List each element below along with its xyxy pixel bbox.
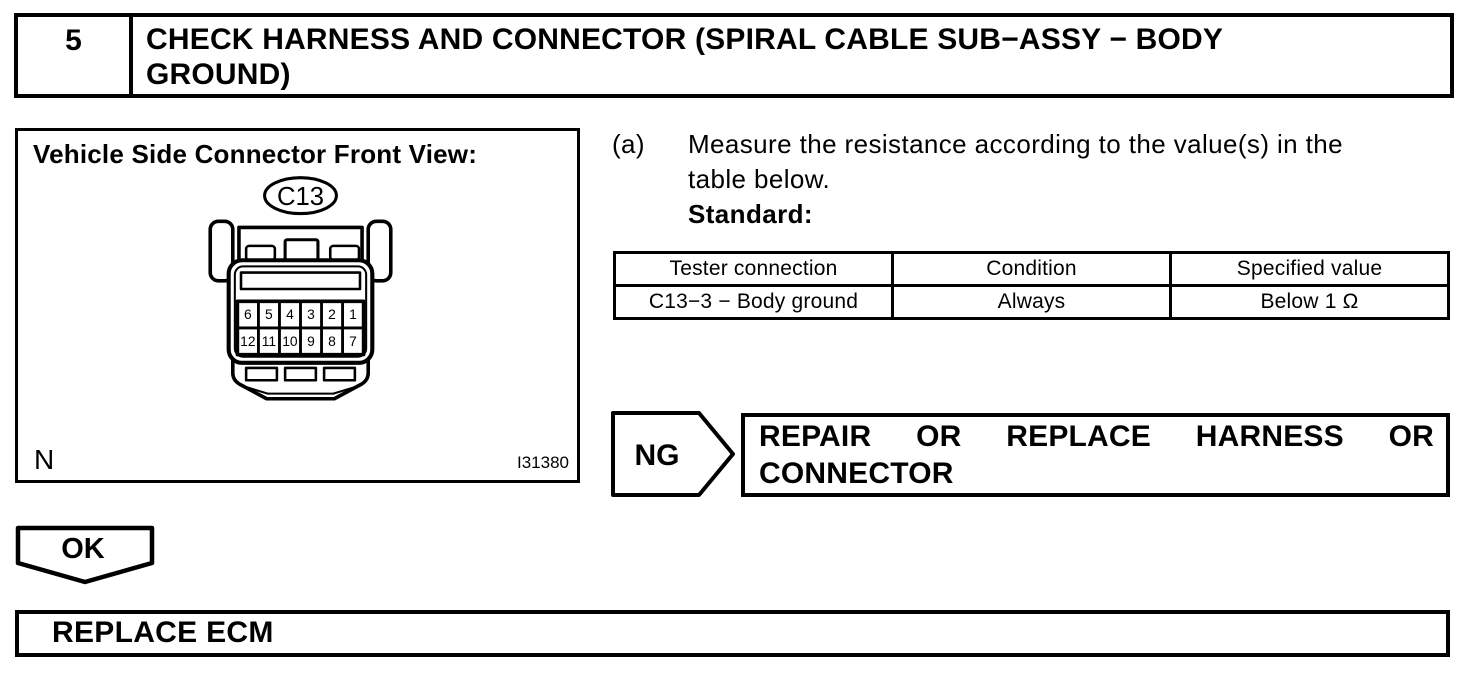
connector-figure: Vehicle Side Connector Front View: C13 — [15, 128, 580, 483]
spec-table-row: C13−3 − Body ground Always Below 1 Ω — [613, 284, 1450, 320]
pin-10: 10 — [282, 333, 298, 349]
pin-2: 2 — [328, 306, 336, 322]
procedure-text: Measure the resistance according to the … — [688, 127, 1343, 232]
ng-action-line2: CONNECTOR — [759, 457, 954, 490]
col-specified-value: Specified value — [1169, 251, 1450, 287]
connector-diagram: C13 — [208, 176, 393, 401]
col-condition: Condition — [891, 251, 1172, 287]
standard-label: Standard: — [688, 199, 813, 229]
final-action-box: REPLACE ECM — [15, 610, 1450, 657]
connector-bottom-window-center — [283, 366, 318, 382]
connector-upper-slot — [239, 271, 362, 291]
procedure-line1: Measure the resistance according to the … — [688, 129, 1344, 159]
pin-9: 9 — [307, 333, 315, 349]
step-title: CHECK HARNESS AND CONNECTOR (SPIRAL CABL… — [133, 17, 1450, 94]
ng-pointer-shape — [611, 411, 735, 497]
step-number: 5 — [18, 17, 133, 94]
connector-top-tab-center — [283, 238, 320, 262]
connector-ear-right — [366, 219, 393, 283]
pin-8: 8 — [328, 333, 336, 349]
connector-bottom-window-left — [244, 366, 279, 382]
col-tester-connection: Tester connection — [613, 251, 894, 287]
figure-title: Vehicle Side Connector Front View: — [33, 139, 478, 169]
ng-pointer: NG — [611, 411, 735, 497]
ok-pointer-shape — [15, 525, 155, 585]
connector-label-oval — [263, 176, 338, 216]
spec-table-header-row: Tester connection Condition Specified va… — [613, 251, 1450, 287]
cell-tester-connection: C13−3 − Body ground — [613, 284, 894, 320]
pin-6: 6 — [244, 306, 252, 322]
pin-3: 3 — [307, 306, 315, 322]
final-action-label: REPLACE ECM — [52, 616, 274, 649]
connector-label-text: C13 — [277, 183, 324, 211]
ng-action-line1: REPAIR OR REPLACE HARNESS OR — [759, 420, 1434, 453]
procedure-item-label: (a) — [612, 129, 645, 159]
figure-corner-mark: N — [34, 444, 55, 475]
figure-id: I31380 — [517, 453, 569, 472]
ng-action-box: REPAIR OR REPLACE HARNESS OR CONNECTOR — [741, 413, 1450, 497]
procedure-line2: table below. — [688, 164, 831, 194]
connector-bottom-window-right — [322, 366, 357, 382]
connector-ear-left — [208, 219, 235, 283]
pin-11: 11 — [262, 333, 277, 349]
pin-1: 1 — [349, 306, 357, 322]
spec-table: Tester connection Condition Specified va… — [613, 251, 1450, 320]
ng-label: NG — [635, 439, 680, 472]
step-title-line2: GROUND) — [146, 58, 291, 91]
connector-top-tab-left — [244, 244, 277, 262]
cell-specified-value: Below 1 Ω — [1169, 284, 1450, 320]
pin-7: 7 — [349, 333, 357, 349]
ok-pointer: OK — [15, 525, 155, 585]
pin-4: 4 — [286, 306, 294, 322]
connector-bottom-inner-line — [243, 385, 358, 395]
connector-body-inner-rim — [233, 265, 368, 358]
pin-12: 12 — [240, 333, 255, 349]
ok-label: OK — [61, 533, 105, 565]
pin-5: 5 — [265, 306, 273, 322]
step-header: 5 CHECK HARNESS AND CONNECTOR (SPIRAL CA… — [14, 13, 1454, 98]
step-title-line1: CHECK HARNESS AND CONNECTOR (SPIRAL CABL… — [146, 23, 1224, 56]
procedure-step-a: (a) Measure the resistance according to … — [612, 127, 1462, 232]
connector-top-tab-right — [328, 244, 361, 262]
cell-condition: Always — [891, 284, 1172, 320]
